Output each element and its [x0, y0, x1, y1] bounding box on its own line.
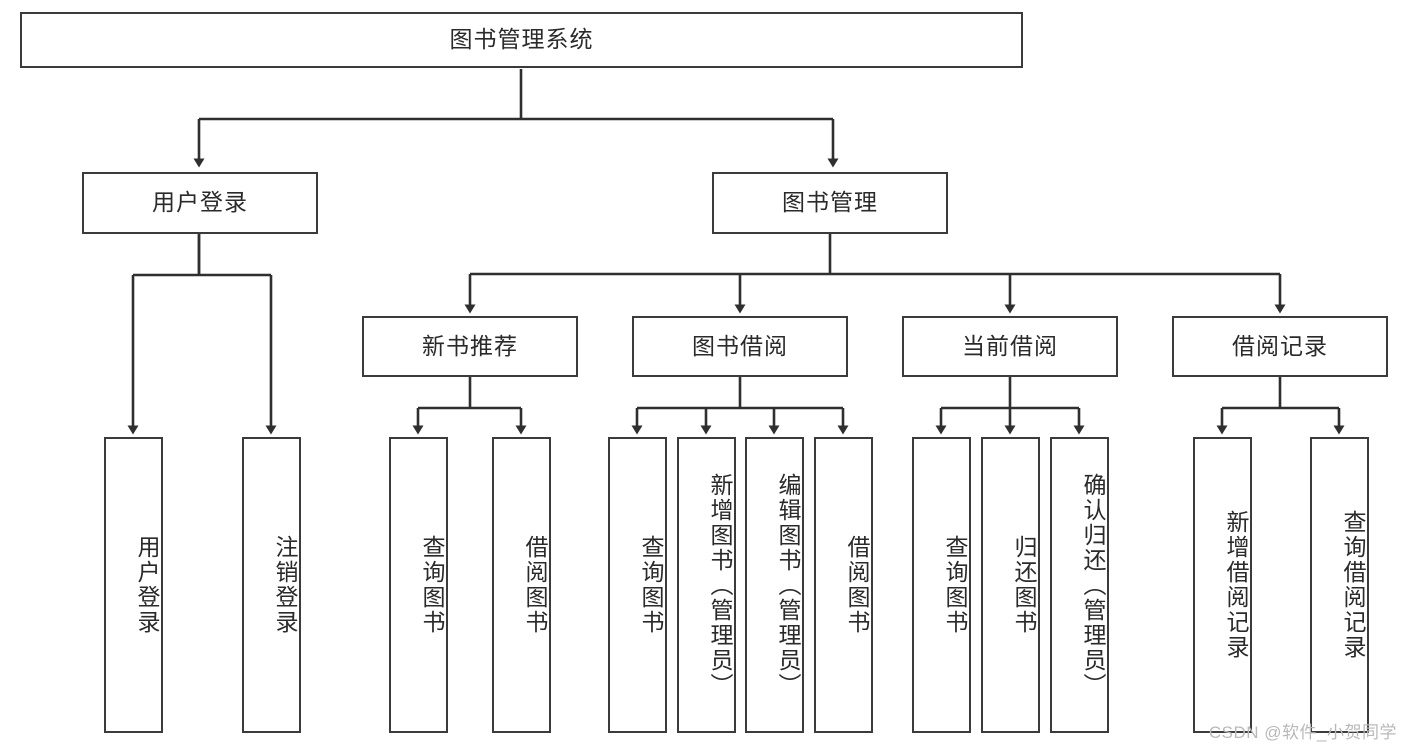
node-new-book-recommend[interactable]: 新书推荐: [362, 316, 578, 377]
node-label: 用户登录: [152, 189, 248, 216]
node-leaf-user-login[interactable]: 用户登录: [104, 437, 163, 733]
node-leaf-confirm-return[interactable]: 确认归还（管理员）: [1050, 437, 1109, 733]
node-label: 图书管理系统: [449, 26, 594, 53]
node-label: 新书推荐: [422, 332, 518, 359]
node-label: 查询图书: [419, 535, 445, 635]
node-label: 借阅图书: [522, 535, 548, 635]
node-label: 新增图书（管理员）: [707, 472, 733, 698]
node-label: 当前借阅: [962, 332, 1058, 359]
node-label: 查询借阅记录: [1340, 510, 1366, 660]
node-leaf-return-book[interactable]: 归还图书: [981, 437, 1040, 733]
node-label: 确认归还（管理员）: [1080, 472, 1106, 698]
node-book-management[interactable]: 图书管理: [712, 172, 948, 234]
node-leaf-query-book-2[interactable]: 查询图书: [608, 437, 667, 733]
node-leaf-query-record[interactable]: 查询借阅记录: [1310, 437, 1369, 733]
node-label: 注销登录: [272, 535, 298, 635]
node-leaf-add-record[interactable]: 新增借阅记录: [1193, 437, 1252, 733]
node-leaf-query-book-1[interactable]: 查询图书: [389, 437, 448, 733]
node-label: 编辑图书（管理员）: [775, 472, 801, 698]
node-leaf-borrow-book-2[interactable]: 借阅图书: [814, 437, 873, 733]
node-user-login[interactable]: 用户登录: [82, 172, 318, 234]
node-label: 归还图书: [1011, 535, 1037, 635]
node-label: 图书借阅: [692, 332, 788, 359]
node-label: 图书管理: [782, 189, 878, 216]
node-label: 借阅图书: [844, 535, 870, 635]
node-label: 查询图书: [942, 535, 968, 635]
node-leaf-logout-login[interactable]: 注销登录: [242, 437, 301, 733]
node-leaf-edit-book[interactable]: 编辑图书（管理员）: [745, 437, 804, 733]
node-leaf-query-book-3[interactable]: 查询图书: [912, 437, 971, 733]
node-leaf-borrow-book-1[interactable]: 借阅图书: [492, 437, 551, 733]
node-borrow-record[interactable]: 借阅记录: [1172, 316, 1388, 377]
node-current-borrow[interactable]: 当前借阅: [902, 316, 1118, 377]
node-leaf-add-book[interactable]: 新增图书（管理员）: [677, 437, 736, 733]
node-label: 借阅记录: [1232, 332, 1328, 359]
node-label: 新增借阅记录: [1223, 510, 1249, 660]
node-label: 用户登录: [134, 535, 160, 635]
node-root-book-management-system[interactable]: 图书管理系统: [20, 12, 1023, 68]
node-label: 查询图书: [638, 535, 664, 635]
csdn-watermark: CSDN @软件_小贺同学: [1208, 723, 1397, 742]
node-book-borrow[interactable]: 图书借阅: [632, 316, 848, 377]
